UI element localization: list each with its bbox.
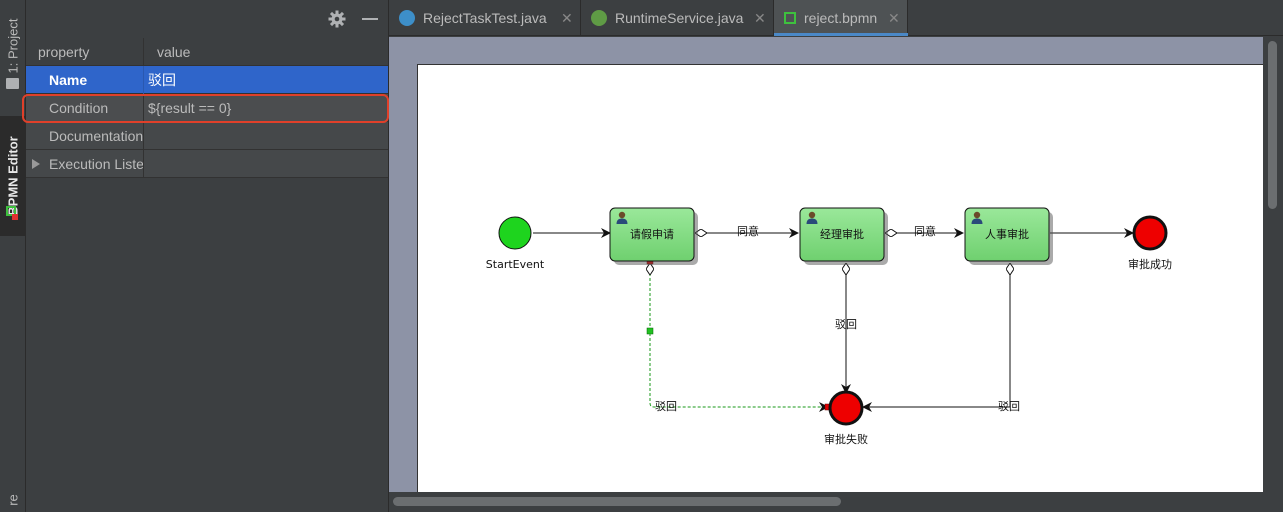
panel-toolbar	[26, 0, 388, 38]
tab-reject-task-test[interactable]: RejectTaskTest.java ✕	[389, 0, 581, 36]
flow-hr-reject[interactable]	[863, 263, 1010, 407]
folder-icon	[6, 78, 19, 89]
bpmn-icon	[6, 206, 16, 216]
flow-agree-label-1: 同意	[737, 224, 759, 238]
property-execution-value[interactable]	[144, 150, 388, 178]
flow-reject-label-3: 驳回	[998, 400, 1020, 413]
header-property: property	[26, 38, 144, 66]
property-row-documentation[interactable]: Documentation	[26, 122, 388, 150]
end-event-fail[interactable]	[828, 390, 864, 426]
editor-area: RejectTaskTest.java ✕ RuntimeService.jav…	[389, 0, 1283, 512]
horizontal-scrollbar[interactable]	[389, 492, 1283, 512]
tab-runtime-service[interactable]: RuntimeService.java ✕	[581, 0, 774, 36]
property-name-label: Name	[26, 66, 144, 94]
flow-handle-mid[interactable]	[646, 327, 654, 335]
header-value: value	[157, 44, 191, 60]
task-manager-label: 经理审批	[820, 227, 864, 241]
property-row-name[interactable]: Name 驳回	[26, 66, 388, 94]
start-event[interactable]	[498, 216, 532, 250]
property-condition-value[interactable]: ${result == 0}	[148, 100, 232, 116]
start-event-label: StartEvent	[486, 258, 545, 271]
property-documentation-label: Documentation	[26, 122, 144, 150]
tab-reject-bpmn[interactable]: reject.bpmn ✕	[774, 0, 908, 36]
property-documentation-value[interactable]	[144, 122, 388, 150]
bpmn-file-icon	[784, 12, 796, 24]
horizontal-scroll-thumb[interactable]	[393, 497, 841, 506]
user-task-icon	[971, 211, 983, 224]
task-hr-label: 人事审批	[985, 227, 1029, 241]
end-fail-label: 审批失败	[824, 432, 868, 446]
close-icon[interactable]: ✕	[561, 10, 573, 26]
bpmn-canvas[interactable]: StartEvent 请假申请	[389, 37, 1263, 492]
active-tab-indicator	[774, 33, 908, 36]
property-condition-label: Condition	[26, 94, 144, 122]
end-success-label: 审批成功	[1128, 257, 1172, 271]
vertical-scroll-thumb[interactable]	[1268, 41, 1277, 209]
user-task-icon	[616, 211, 628, 224]
property-row-condition[interactable]: Condition ${result == 0}	[26, 94, 388, 122]
tab-label: RejectTaskTest.java	[423, 10, 547, 26]
close-icon[interactable]: ✕	[888, 10, 900, 26]
property-row-execution-listeners[interactable]: Execution Listeners	[26, 150, 388, 178]
task-apply-label: 请假申请	[630, 227, 674, 241]
java-class-icon	[399, 10, 415, 26]
bpmn-tab-label: BPMN Editor	[5, 136, 20, 216]
bottom-tab-label: re	[5, 494, 20, 506]
flow-reject-label-1: 驳回	[655, 400, 677, 413]
task-manager[interactable]: 经理审批	[799, 207, 888, 265]
task-apply[interactable]: 请假申请	[609, 207, 698, 265]
property-execution-label: Execution Listeners	[26, 150, 144, 178]
project-tab-label: 1: Project	[5, 18, 20, 74]
diagram-page: StartEvent 请假申请	[417, 64, 1263, 492]
tab-label: reject.bpmn	[804, 10, 878, 26]
expand-arrow-icon[interactable]	[32, 159, 40, 169]
user-task-icon	[806, 211, 818, 224]
flow-apply-reject-selected[interactable]	[650, 263, 828, 407]
tool-window-strip: 1: Project BPMN Editor re	[0, 0, 26, 512]
flow-agree-label-2: 同意	[914, 224, 936, 238]
flow-reject-label-2: 驳回	[835, 318, 857, 331]
end-event-success[interactable]	[1132, 215, 1168, 251]
property-name-value[interactable]: 驳回	[148, 72, 176, 88]
bpmn-diagram[interactable]: StartEvent 请假申请	[418, 65, 1263, 492]
properties-header: property value	[26, 38, 388, 66]
hide-panel-icon[interactable]	[362, 18, 378, 20]
tab-label: RuntimeService.java	[615, 10, 744, 26]
bottom-tool-tab[interactable]: re	[0, 488, 25, 512]
vertical-scrollbar[interactable]	[1263, 37, 1283, 492]
close-icon[interactable]: ✕	[754, 10, 766, 26]
properties-panel: property value Name 驳回 Condition ${resul…	[26, 0, 389, 512]
bpmn-icon-dot	[12, 214, 18, 220]
java-interface-icon	[591, 10, 607, 26]
gear-icon[interactable]	[328, 10, 346, 28]
task-hr[interactable]: 人事审批	[964, 207, 1053, 265]
editor-tab-bar: RejectTaskTest.java ✕ RuntimeService.jav…	[389, 0, 1283, 36]
